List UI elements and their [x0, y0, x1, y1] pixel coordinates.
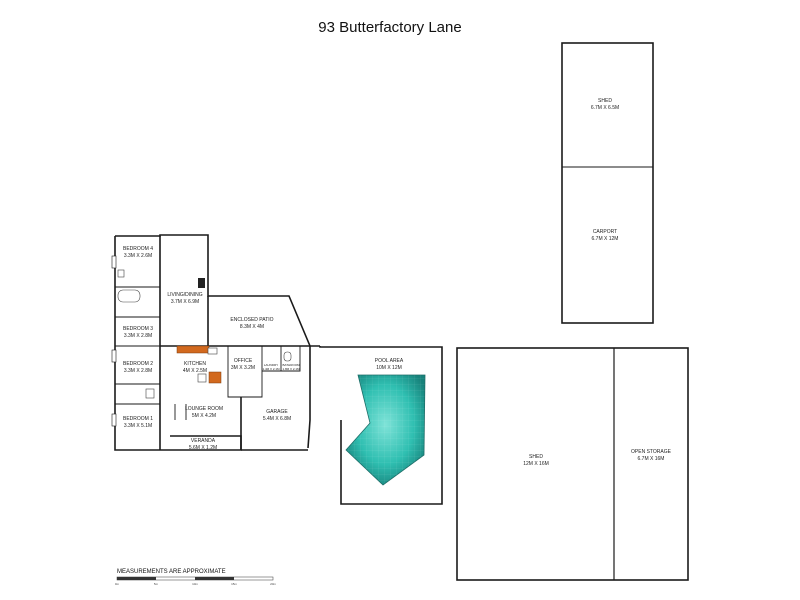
- room-size: 12M X 16M: [523, 461, 549, 467]
- room-size: 3.3M X 5.1M: [124, 423, 152, 429]
- pool-fence: [319, 346, 443, 505]
- office-walls: [227, 346, 263, 398]
- laundry-toilet-icon: [283, 351, 292, 362]
- scale-tick-label: 20m: [270, 582, 276, 586]
- scale-tick-label: 0m: [115, 582, 120, 586]
- room-label: KITCHEN: [184, 361, 206, 367]
- room-label: BATHROOM: [282, 363, 300, 367]
- pool-tiles: [346, 375, 425, 485]
- toilet-icon: [117, 269, 125, 278]
- room-size: 3.3M X 2.8M: [124, 368, 152, 374]
- room-label: LAUNDRY: [264, 363, 278, 367]
- room-label: GARAGE: [266, 409, 288, 415]
- laundry-walls: [262, 346, 301, 372]
- room-size: 1.4M X 2.1M: [262, 367, 280, 371]
- window-icon: [111, 349, 117, 363]
- room-size: 5M X 4.2M: [192, 413, 216, 419]
- scale-tick-label: 15m: [231, 582, 237, 586]
- room-label: SHED: [529, 454, 543, 460]
- fireplace-icon: [198, 278, 205, 288]
- room-label: BEDROOM 2: [123, 361, 153, 367]
- sink-icon: [207, 347, 218, 355]
- room-size: 4M X 2.5M: [183, 368, 207, 374]
- room-label: BEDROOM 4: [123, 246, 153, 252]
- room-label: LOUNGE ROOM: [185, 406, 223, 412]
- kitchen-counter-top: [176, 345, 210, 354]
- measurement-note: MEASUREMENTS ARE APPROXIMATE: [117, 569, 226, 575]
- room-label: OPEN STORAGE: [631, 449, 672, 455]
- room-label: OFFICE: [234, 358, 253, 364]
- room-label: BEDROOM 1: [123, 416, 153, 422]
- scale-tick-label: 5m: [154, 582, 159, 586]
- shed-carport-outline: [561, 42, 654, 324]
- room-size: 3.3M X 2.6M: [124, 253, 152, 259]
- room-size: 10M X 12M: [376, 365, 402, 371]
- scale-bar: 0m 5m 10m 15m 20m: [115, 576, 276, 586]
- pool-area: POOL AREA 10M X 12M: [319, 346, 443, 505]
- ensuite-icon: [145, 388, 155, 399]
- room-label: LIVING/DINING: [167, 292, 202, 298]
- room-size: 3M X 3.2M: [231, 365, 255, 371]
- room-size: 5.6M X 1.2M: [189, 445, 217, 451]
- room-size: 6.7M X 6.5M: [591, 105, 619, 111]
- room-size: 5.4M X 6.8M: [263, 416, 291, 422]
- shed-storage-outline: [456, 347, 689, 581]
- bathtub-icon: [117, 289, 141, 303]
- house: [111, 234, 320, 451]
- scale-tick-label: 10m: [192, 582, 198, 586]
- room-size: 1.8M X 2.1M: [282, 367, 300, 371]
- room-label: BEDROOM 3: [123, 326, 153, 332]
- room-size: 6.7M X 12M: [592, 236, 619, 242]
- room-size: 8.3M X 4M: [240, 324, 264, 330]
- room-label: CARPORT: [593, 229, 617, 235]
- scale-bar-segment: [117, 577, 156, 580]
- room-label: VERANDA: [191, 438, 216, 444]
- room-label: POOL AREA: [375, 358, 404, 364]
- shed-carport: SHED 6.7M X 6.5M CARPORT 6.7M X 12M: [561, 42, 654, 324]
- scale-bar-segment: [195, 577, 234, 580]
- shed-storage: SHED 12M X 16M OPEN STORAGE 6.7M X 16M: [456, 347, 689, 581]
- page-title: 93 Butterfactory Lane: [318, 19, 461, 36]
- window-icon: [111, 255, 117, 269]
- room-label: ENCLOSED PATIO: [230, 317, 273, 323]
- room-label: SHED: [598, 98, 612, 104]
- room-size: 6.7M X 16M: [638, 456, 665, 462]
- stove-icon: [197, 373, 207, 383]
- kitchen-island: [208, 371, 222, 384]
- room-size: 3.3M X 2.8M: [124, 333, 152, 339]
- window-icon: [111, 413, 117, 427]
- room-size: 3.7M X 6.9M: [171, 299, 199, 305]
